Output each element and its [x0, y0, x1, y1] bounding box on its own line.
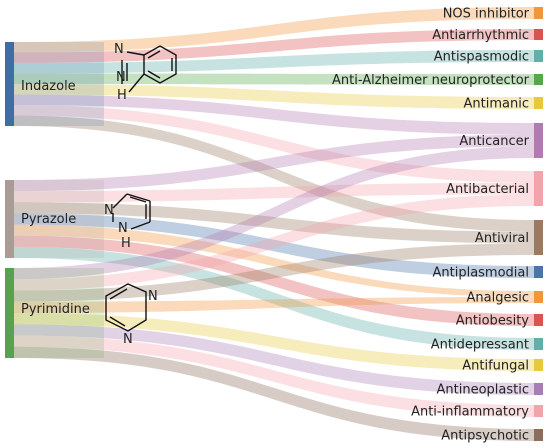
- pyrazole-n-label: N: [104, 203, 114, 218]
- target-label-anti-alzheimer-neuroprotector: Anti-Alzheimer neuroprotector: [332, 73, 530, 88]
- source-band-pyrazole: [14, 180, 104, 258]
- target-node-antiviral: [534, 220, 543, 255]
- link-pyrazole-antiviral: [14, 202, 534, 244]
- link-indazole-antiviral: [14, 115, 534, 232]
- indazole-n-label: N: [116, 70, 126, 85]
- target-node-antibacterial: [534, 171, 543, 206]
- link-pyrimidine-anticancer: [14, 146, 534, 280]
- link-pyrazole-antidepressant: [14, 246, 534, 350]
- link-pyrazole-anticancer: [14, 134, 534, 192]
- target-node-nos-inhibitor: [534, 7, 543, 19]
- target-label-antifungal: Antifungal: [462, 359, 529, 374]
- target-label-antibacterial: Antibacterial: [446, 182, 529, 197]
- target-node-anti-alzheimer-neuroprotector: [534, 74, 543, 85]
- indazole-structure-icon: [121, 45, 177, 93]
- target-node-antiobesity: [534, 314, 543, 326]
- pyrazole-structure-icon: [112, 193, 151, 230]
- source-label-pyrimidine: Pyrimidine: [21, 302, 90, 317]
- target-label-antiobesity: Antiobesity: [456, 314, 530, 329]
- link-indazole-anti-alzheimer-neuroprotector: [14, 73, 534, 85]
- target-node-antipsychotic: [534, 429, 543, 441]
- link-pyrimidine-analgesic: [14, 297, 534, 313]
- source-node-pyrazole: [5, 180, 14, 258]
- link-indazole-nos-inhibitor: [14, 7, 534, 53]
- target-label-antiviral: Antiviral: [475, 231, 529, 246]
- link-pyrimidine-antibacterial: [14, 194, 534, 291]
- link-indazole-anticancer: [14, 94, 534, 135]
- target-label-antineoplastic: Antineoplastic: [437, 383, 530, 398]
- pyrimidine-n2-label: N: [123, 332, 133, 347]
- link-indazole-antibacterial: [14, 105, 534, 183]
- target-node-anticancer: [534, 123, 543, 158]
- target-node-anti-inflammatory: [534, 405, 543, 417]
- target-label-anti-inflammatory: Anti-inflammatory: [411, 405, 529, 420]
- pyrimidine-structure-icon: [105, 283, 147, 332]
- link-pyrimidine-antiviral: [14, 243, 534, 302]
- target-node-antiarrhythmic: [534, 29, 543, 40]
- target-label-analgesic: Analgesic: [467, 291, 530, 306]
- target-label-antidepressant: Antidepressant: [431, 338, 529, 353]
- link-pyrimidine-antipsychotic: [14, 346, 534, 441]
- link-indazole-antimanic: [14, 84, 534, 109]
- target-label-antiplasmodial: Antiplasmodial: [432, 266, 529, 281]
- target-nodes: NOS inhibitorAntiarrhythmicAntispasmodic…: [332, 7, 543, 444]
- target-label-anticancer: Anticancer: [459, 134, 529, 149]
- source-band-pyrimidine: [14, 268, 104, 358]
- link-pyrimidine-antifungal: [14, 313, 534, 371]
- target-node-antidepressant: [534, 338, 543, 350]
- target-node-antifungal: [534, 359, 543, 371]
- target-label-antiarrhythmic: Antiarrhythmic: [432, 28, 529, 43]
- pyrazole-n2-label: N: [118, 221, 128, 236]
- indazole-n2-label: N: [114, 42, 124, 57]
- source-label-pyrazole: Pyrazole: [21, 212, 76, 227]
- pyrazole-h-label: H: [121, 236, 131, 251]
- target-label-antispasmodic: Antispasmodic: [434, 50, 529, 65]
- target-node-antimanic: [534, 97, 543, 109]
- target-node-analgesic: [534, 291, 543, 303]
- link-pyrazole-antibacterial: [14, 182, 534, 203]
- target-label-antimanic: Antimanic: [464, 97, 529, 112]
- link-pyrazole-antiobesity: [14, 235, 534, 326]
- links-layer: [14, 7, 534, 441]
- target-label-antipsychotic: Antipsychotic: [441, 429, 529, 444]
- link-pyrimidine-antineoplastic: [14, 324, 534, 395]
- indazole-h-label: H: [117, 88, 127, 103]
- link-pyrimidine-anti-inflammatory: [14, 335, 534, 417]
- target-node-antineoplastic: [534, 383, 543, 395]
- source-node-pyrimidine: [5, 268, 14, 358]
- source-band-indazole: [14, 42, 104, 126]
- source-node-indazole: [5, 42, 14, 126]
- target-node-antiplasmodial: [534, 266, 543, 278]
- source-label-indazole: Indazole: [21, 79, 76, 94]
- target-label-nos-inhibitor: NOS inhibitor: [443, 7, 530, 22]
- target-node-antispasmodic: [534, 50, 543, 62]
- link-pyrazole-antiplasmodial: [14, 213, 534, 278]
- pyrimidine-n-label: N: [148, 289, 158, 304]
- link-pyrazole-analgesic: [14, 224, 534, 297]
